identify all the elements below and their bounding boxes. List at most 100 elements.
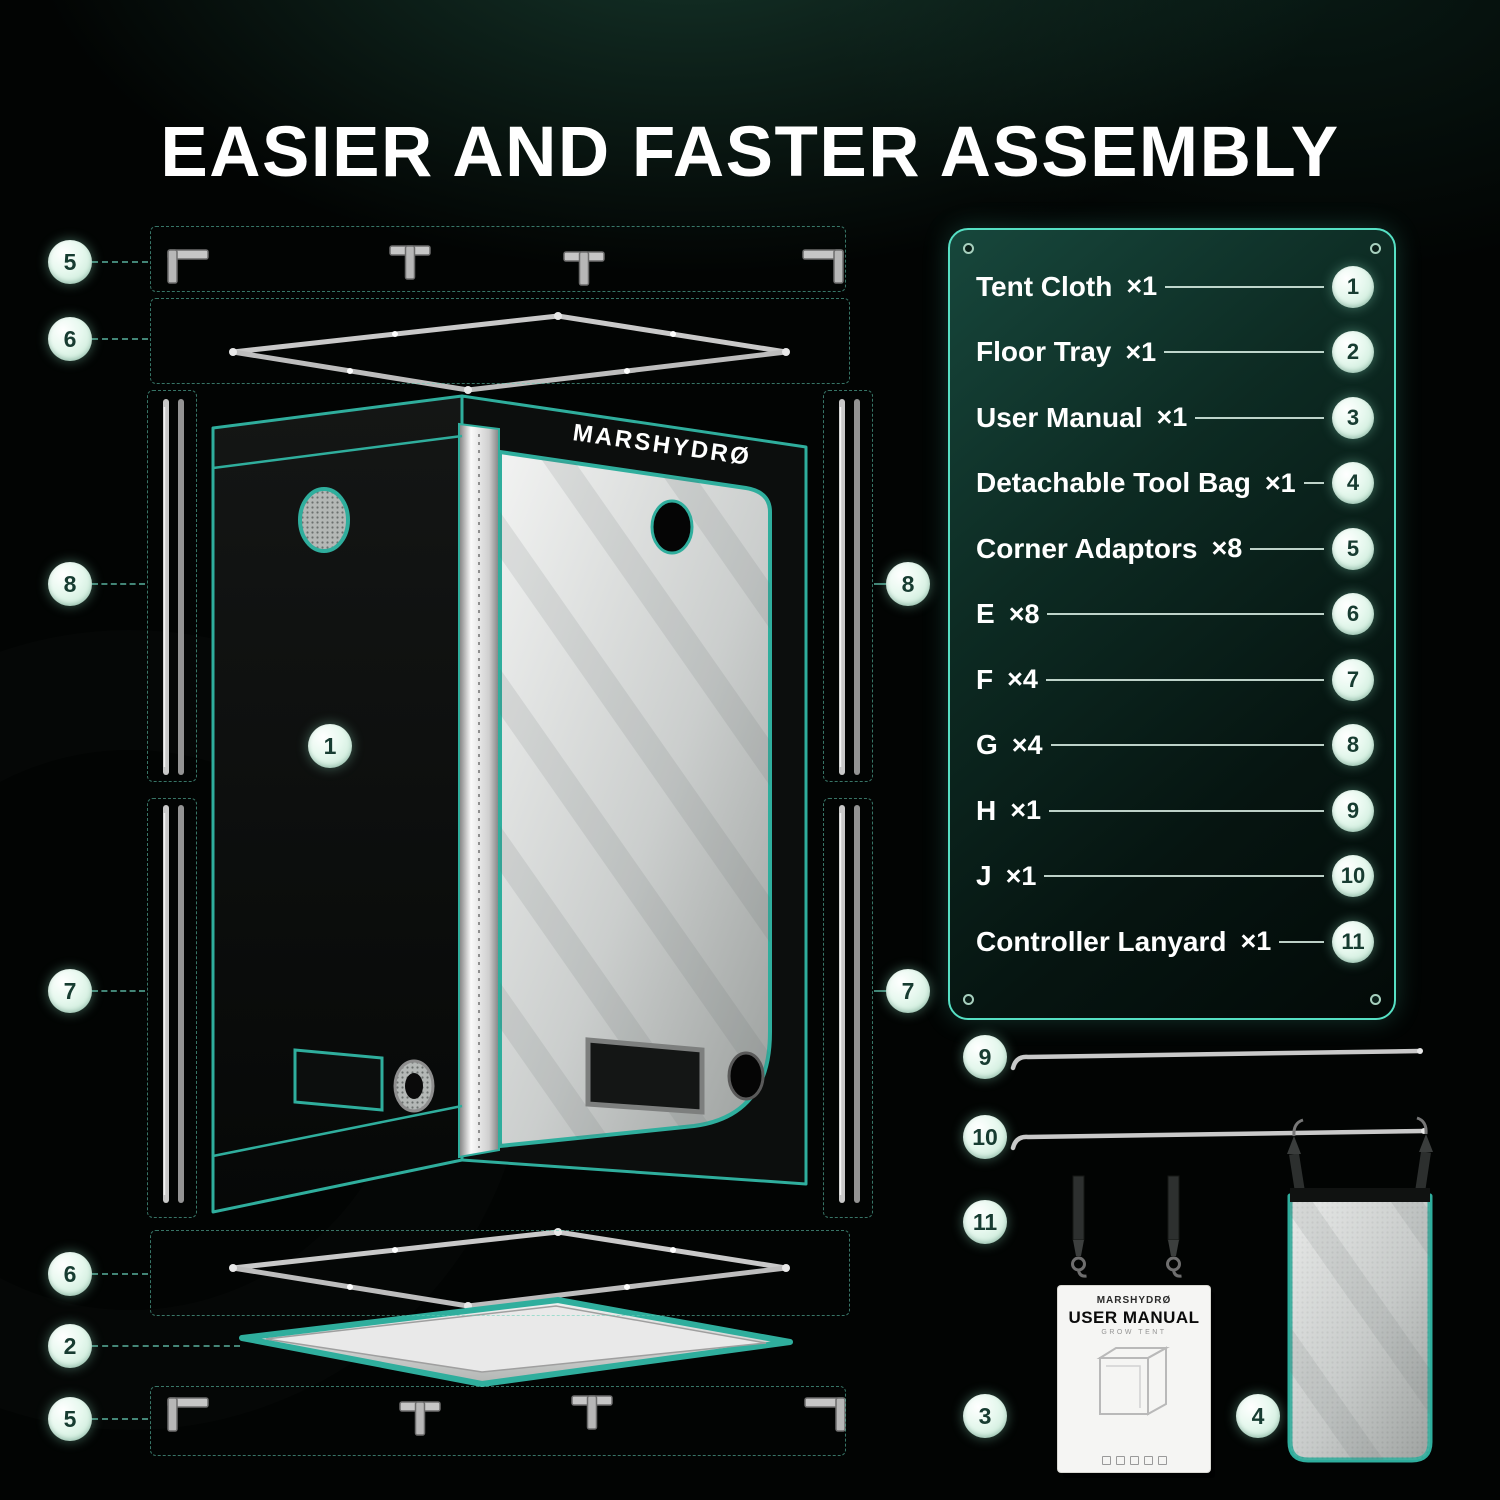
callout-badge-pole-lower-left: 7 — [48, 969, 92, 1013]
parts-list: Tent Cloth ×1 1 Floor Tray ×1 2 User Man… — [976, 254, 1374, 975]
part-label: Tent Cloth — [976, 270, 1113, 302]
manual-brand-logo: MARSHYDRØ — [1096, 1295, 1172, 1306]
panel-screw-icon — [963, 243, 974, 254]
part-label: Corner Adaptors — [976, 532, 1198, 564]
part-label: User Manual — [976, 401, 1143, 433]
part-label: F — [976, 663, 994, 695]
part-qty: ×8 — [1211, 533, 1243, 564]
floor-tray — [239, 1297, 793, 1387]
parts-list-row: F ×4 7 — [976, 647, 1374, 713]
panel-screw-icon — [963, 994, 974, 1005]
manual-title: USER MANUAL — [1068, 1308, 1200, 1327]
controller-lanyard — [1071, 1174, 1183, 1278]
parts-list-row: Corner Adaptors ×8 5 — [976, 516, 1374, 582]
callout-badge-pole-h: 9 — [963, 1035, 1007, 1079]
pole-j — [1010, 1128, 1427, 1151]
leader-line — [1165, 285, 1324, 288]
callout-badge-corner-adaptors-top: 5 — [48, 240, 92, 284]
part-qty: ×1 — [1005, 860, 1037, 891]
part-qty: ×8 — [1008, 598, 1040, 629]
part-number-badge: 3 — [1332, 396, 1374, 439]
leader-line — [1049, 809, 1324, 812]
leader-line — [1279, 940, 1324, 943]
leader-pole-lower-left — [92, 990, 145, 992]
leader-pole-upper-right — [874, 583, 886, 585]
part-number-badge: 10 — [1332, 855, 1374, 898]
part-qty: ×1 — [1156, 402, 1188, 433]
part-qty: ×4 — [1007, 664, 1038, 695]
part-qty: ×1 — [1240, 926, 1272, 957]
leader-line — [1164, 351, 1324, 354]
callout-badge-pole-upper-left: 8 — [48, 562, 92, 606]
part-number-badge: 9 — [1332, 789, 1374, 832]
callout-badge-top-frame: 6 — [48, 317, 92, 361]
leader-line — [1045, 678, 1324, 681]
manual-tent-drawing — [1096, 1346, 1170, 1416]
manual-subtitle: GROW TENT — [1101, 1329, 1167, 1336]
part-qty: ×1 — [1010, 795, 1042, 826]
tent-body: MARSHYDRØ — [211, 394, 808, 1214]
group-box-pole-upper-left — [147, 390, 197, 782]
part-number-badge: 2 — [1332, 331, 1374, 374]
parts-list-row: User Manual ×1 3 — [976, 385, 1374, 451]
group-box-pole-lower-left — [147, 798, 197, 1218]
part-qty: ×1 — [1125, 336, 1157, 367]
part-label: G — [976, 729, 998, 761]
group-box-pole-upper-right — [823, 390, 873, 782]
group-box-top-frame — [150, 298, 850, 384]
callout-badge-floor-tray: 2 — [48, 1324, 92, 1368]
group-box-pole-lower-right — [823, 798, 873, 1218]
part-number-badge: 7 — [1332, 658, 1374, 701]
leader-line — [1047, 613, 1324, 616]
certification-icons — [1058, 1456, 1210, 1465]
part-label: Controller Lanyard — [976, 925, 1227, 957]
leader-line — [1250, 547, 1324, 550]
group-box-bottom-frame — [150, 1230, 850, 1316]
group-box-corner-adaptors-bottom — [150, 1386, 846, 1456]
part-number-badge: 1 — [1332, 265, 1374, 308]
part-number-badge: 4 — [1332, 462, 1374, 505]
page-title: EASIER AND FASTER ASSEMBLY — [160, 113, 1340, 192]
part-qty: ×1 — [1126, 271, 1158, 302]
cable-port-icon — [650, 499, 694, 555]
callout-badge-pole-j: 10 — [963, 1115, 1007, 1159]
tool-bag — [1287, 1116, 1433, 1463]
interior-window — [585, 1037, 705, 1115]
parts-list-row: Tent Cloth ×1 1 — [976, 254, 1374, 320]
lower-port-icon — [727, 1051, 765, 1101]
leader-corner-adaptors-top — [92, 261, 148, 263]
callout-badge-bottom-frame: 6 — [48, 1252, 92, 1296]
leader-line — [1303, 482, 1324, 485]
panel-screw-icon — [1370, 994, 1381, 1005]
callout-badge-tent-cloth: 1 — [308, 724, 352, 768]
leader-floor-tray — [92, 1345, 240, 1347]
callout-badge-pole-lower-right: 7 — [886, 969, 930, 1013]
round-vent-icon — [298, 487, 350, 553]
callout-badge-manual: 3 — [963, 1394, 1007, 1438]
part-label: H — [976, 794, 997, 826]
part-label: Detachable Tool Bag — [976, 467, 1251, 499]
bottom-flap — [293, 1048, 384, 1112]
part-label: Floor Tray — [976, 336, 1112, 368]
parts-list-row: Floor Tray ×1 2 — [976, 320, 1374, 386]
leader-line — [1195, 416, 1324, 419]
parts-list-row: E ×8 6 — [976, 582, 1374, 648]
part-number-badge: 5 — [1332, 527, 1374, 570]
part-number-badge: 11 — [1332, 920, 1374, 963]
leader-pole-lower-right — [874, 990, 886, 992]
leader-bottom-frame — [92, 1273, 148, 1275]
parts-list-row: G ×4 8 — [976, 713, 1374, 779]
leader-top-frame — [92, 338, 148, 340]
part-qty: ×1 — [1264, 467, 1296, 498]
leader-line — [1044, 875, 1324, 878]
callout-badge-pole-upper-right: 8 — [886, 562, 930, 606]
leader-line — [1050, 744, 1324, 747]
callout-badge-corner-adaptors-bottom: 5 — [48, 1397, 92, 1441]
parts-list-row: H ×1 9 — [976, 778, 1374, 844]
group-box-corner-adaptors-top — [150, 226, 846, 292]
part-number-badge: 8 — [1332, 724, 1374, 767]
leader-corner-adaptors-bottom — [92, 1418, 148, 1420]
parts-list-row: Controller Lanyard ×1 11 — [976, 909, 1374, 975]
